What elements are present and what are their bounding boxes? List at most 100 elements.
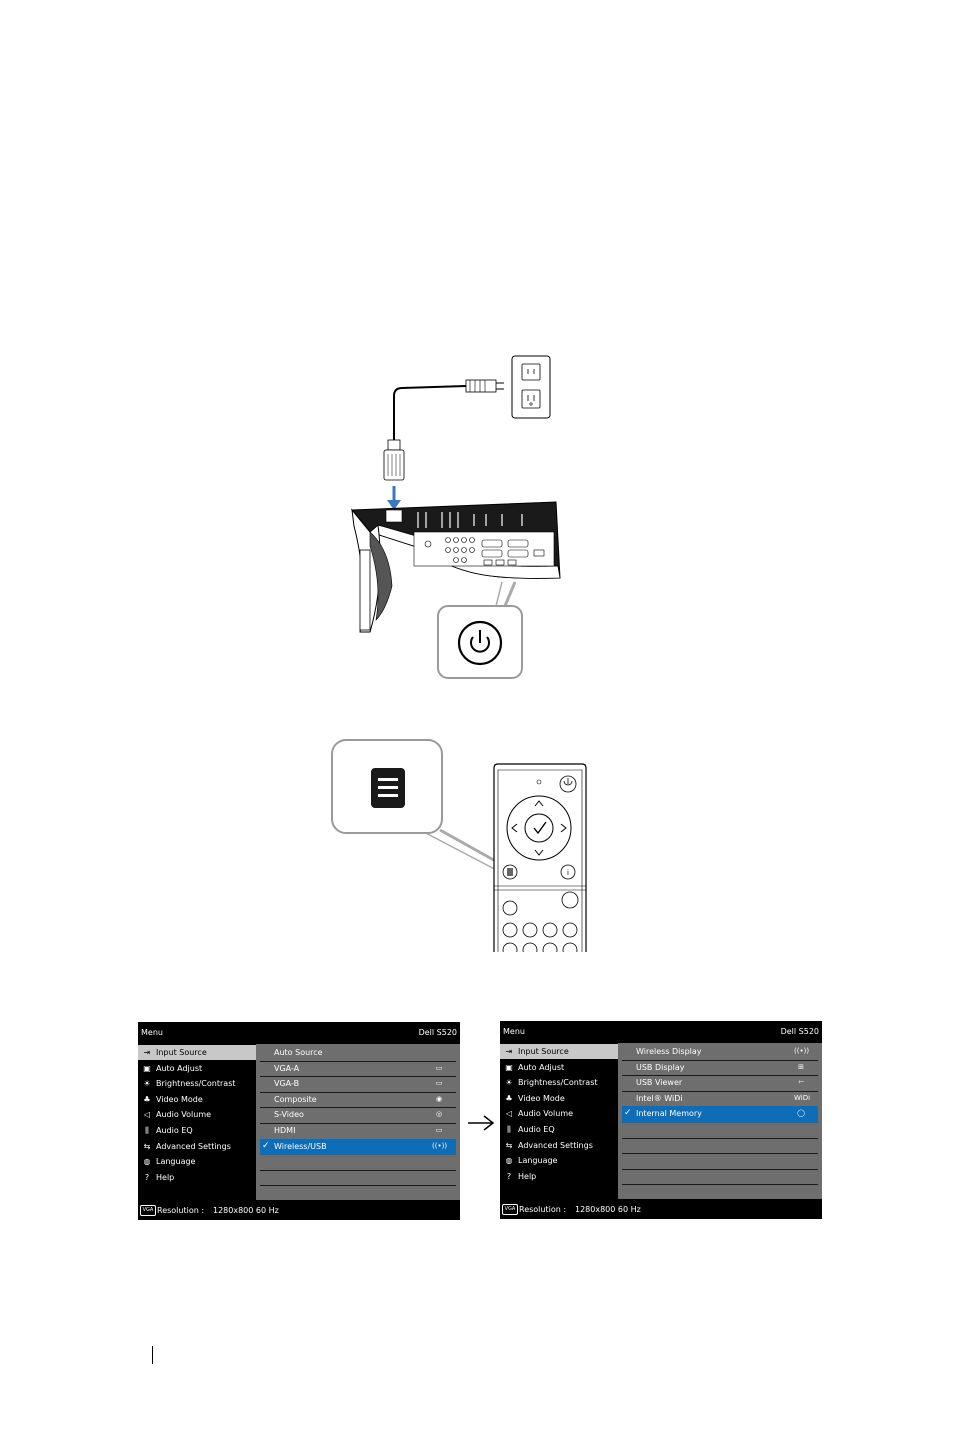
- usb-display-icon: ⊞: [798, 1062, 804, 1071]
- advanced-settings-icon: ⇆: [505, 1140, 513, 1150]
- resolution-value: 1280x800 60 Hz: [575, 1205, 641, 1214]
- osd-menu-item[interactable]: ◁Audio Volume: [138, 1107, 256, 1122]
- osd-submenu-item[interactable]: ✓Wireless/USB((•)): [260, 1138, 456, 1156]
- help-icon: ?: [506, 1171, 512, 1181]
- osd-header: Menu Dell S520: [500, 1021, 822, 1043]
- remote-diagram: i: [331, 739, 587, 952]
- internal-memory-icon: ◯: [797, 1109, 805, 1118]
- osd-menu-item-label: Advanced Settings: [518, 1140, 593, 1150]
- power-connector-icon: [383, 439, 405, 481]
- video-mode-icon: ♣: [143, 1094, 151, 1104]
- osd-menu-item[interactable]: ⇆Advanced Settings: [138, 1139, 256, 1154]
- osd-submenu-item[interactable]: Auto Source: [260, 1045, 456, 1062]
- wireless-icon: ((•)): [794, 1047, 810, 1055]
- osd-menu-item[interactable]: ⫼Audio EQ: [138, 1123, 256, 1138]
- auto-adjust-icon: ▣: [505, 1062, 513, 1072]
- osd-menu-item[interactable]: ☀Brightness/Contrast: [500, 1075, 618, 1090]
- hdmi-icon: ▭: [435, 1126, 443, 1134]
- osd-submenu-item-label: Intel® WiDi: [636, 1093, 683, 1103]
- osd-menu-item-label: Audio Volume: [156, 1110, 212, 1120]
- osd-submenu-item-label: Wireless Display: [636, 1047, 702, 1056]
- osd-submenu-item[interactable]: VGA-B ▭: [260, 1076, 456, 1093]
- osd-menu-wireless-usb: Menu Dell S520 ⇥ Input Source ▣Auto Adjust…: [500, 1021, 822, 1219]
- checkmark-icon: ✓: [624, 1108, 632, 1119]
- widi-icon: WiDi: [794, 1093, 811, 1102]
- osd-submenu-item[interactable]: ✓ Internal Memory ◯: [622, 1106, 818, 1123]
- osd-submenu-item-label: USB Display: [636, 1062, 685, 1072]
- vga-icon: ▭: [435, 1079, 443, 1088]
- osd-main-menu: ⇥ Input Source ▣Auto Adjust☀Brightness/Con…: [138, 1044, 256, 1200]
- osd-menu-item[interactable]: ?Help: [500, 1169, 618, 1184]
- osd-menu-item-label: Input Source: [156, 1048, 207, 1057]
- osd-menu-item[interactable]: ? Help: [138, 1170, 256, 1185]
- osd-model-name: Dell S520: [418, 1028, 457, 1037]
- page-margin-rule: [152, 1346, 153, 1364]
- osd-submenu-item-label: HDMI: [274, 1126, 296, 1135]
- osd-menu-item[interactable]: ☀Brightness/Contrast: [138, 1076, 256, 1091]
- osd-submenu-item[interactable]: S-Video◎: [260, 1107, 456, 1124]
- wall-plug-icon: [465, 379, 504, 393]
- osd-submenu-item: [622, 1138, 818, 1155]
- osd-footer: VGA Resolution : 1280x800 60 Hz: [500, 1199, 822, 1219]
- language-icon: ◍: [505, 1156, 513, 1166]
- osd-menu-item[interactable]: ♣Video Mode: [138, 1092, 256, 1107]
- resolution-label: Resolution :: [519, 1205, 567, 1214]
- osd-submenu-item-label: VGA-B: [274, 1079, 300, 1089]
- osd-submenu-item: [622, 1153, 818, 1170]
- projector-power-illustration: [330, 350, 570, 685]
- osd-menu-item-label: Help: [156, 1172, 175, 1182]
- osd-main-menu: ⇥ Input Source ▣Auto Adjust☀Brightness/Con…: [500, 1043, 618, 1199]
- osd-menu-item[interactable]: ◍ Language: [500, 1153, 618, 1168]
- osd-menu-item[interactable]: ⫼ Audio EQ: [500, 1122, 618, 1137]
- next-step-arrow-icon: [466, 1113, 496, 1133]
- language-icon: ◍: [143, 1157, 151, 1167]
- osd-footer: VGA Resolution : 1280x800 60 Hz: [138, 1200, 460, 1220]
- auto-adjust-icon: ▣: [143, 1063, 151, 1073]
- osd-submenu-item: [622, 1122, 818, 1139]
- osd-menu-item[interactable]: ◁Audio Volume: [500, 1106, 618, 1121]
- svg-text:i: i: [567, 869, 569, 877]
- input-source-icon: ⇥: [143, 1048, 151, 1057]
- osd-submenu-item[interactable]: Intel® WiDi WiDi: [622, 1091, 818, 1108]
- osd-submenu-item[interactable]: USB Display ⊞: [622, 1060, 818, 1077]
- osd-submenu-item-label: Internal Memory: [636, 1109, 702, 1119]
- menu-icon: [371, 768, 405, 808]
- osd-menu-item-label: Audio EQ: [156, 1126, 193, 1135]
- power-button-callout: [437, 581, 523, 679]
- osd-menu-item[interactable]: ◍Language: [138, 1154, 256, 1169]
- vga-port-icon: VGA: [140, 1205, 156, 1216]
- osd-menu-item[interactable]: ⇥ Input Source: [138, 1045, 256, 1060]
- osd-menu-item-label: Audio EQ: [518, 1125, 555, 1134]
- osd-menu-item-label: Brightness/Contrast: [156, 1079, 236, 1089]
- help-icon: ?: [144, 1172, 150, 1182]
- osd-header: Menu Dell S520: [138, 1022, 460, 1044]
- audio-eq-icon: ⫼: [507, 1125, 511, 1134]
- remote-menu-illustration: i: [330, 738, 590, 952]
- osd-menu-item[interactable]: ▣Auto Adjust: [138, 1061, 256, 1076]
- osd-menu-item[interactable]: ▣Auto Adjust: [500, 1060, 618, 1075]
- osd-submenu-item[interactable]: USB Viewer⇽: [622, 1075, 818, 1092]
- osd-menu-item-label: Language: [518, 1156, 558, 1166]
- osd-menu-item[interactable]: ⇆ Advanced Settings: [500, 1138, 618, 1153]
- osd-title: Menu: [503, 1027, 525, 1036]
- osd-submenu-item: [260, 1170, 456, 1187]
- audio-volume-icon: ◁: [505, 1109, 513, 1119]
- wireless-icon: ((•)): [432, 1141, 448, 1150]
- osd-submenu-item-label: VGA-A: [274, 1063, 300, 1073]
- osd-menu-item[interactable]: ♣Video Mode: [500, 1091, 618, 1106]
- osd-submenu-item-label: Wireless/USB: [274, 1141, 327, 1151]
- osd-submenu-item[interactable]: VGA-A▭: [260, 1061, 456, 1078]
- remote-control: i: [493, 763, 587, 952]
- osd-menu-item-label: Video Mode: [518, 1093, 565, 1103]
- osd-submenu-item[interactable]: Composite◉: [260, 1092, 456, 1109]
- osd-title: Menu: [141, 1028, 163, 1037]
- osd-menu-item[interactable]: ⇥ Input Source: [500, 1044, 618, 1059]
- osd-submenu-item[interactable]: Wireless Display ((•)): [622, 1044, 818, 1061]
- osd-submenu-item-label: USB Viewer: [636, 1078, 683, 1088]
- projector-body: [350, 501, 561, 633]
- osd-submenu-item[interactable]: HDMI ▭: [260, 1123, 456, 1140]
- osd-submenu-item-label: Auto Source: [274, 1048, 323, 1057]
- brightness-icon: ☀: [505, 1078, 513, 1088]
- input-source-icon: ⇥: [505, 1047, 513, 1056]
- osd-menu-item-label: Input Source: [518, 1047, 569, 1056]
